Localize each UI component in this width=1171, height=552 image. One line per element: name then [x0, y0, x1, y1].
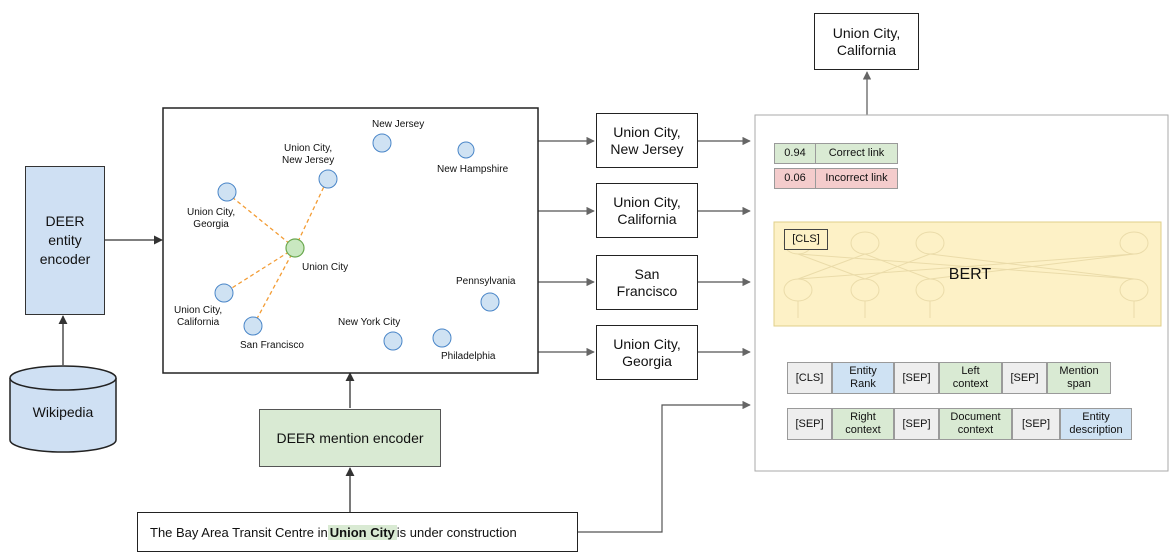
wikipedia-cylinder	[9, 365, 117, 453]
row1-sep-1: [SEP]	[894, 362, 939, 394]
node-new-york-city	[383, 331, 403, 351]
row2-sep-1: [SEP]	[787, 408, 832, 440]
label-union-city-georgia: Union City, Georgia	[187, 207, 236, 230]
correct-link-label: Correct link	[815, 143, 898, 164]
deer-entity-encoder: DEER entity encoder	[25, 166, 105, 315]
label-union-city-california: Union City, California	[174, 305, 223, 328]
node-union-city-california	[214, 283, 234, 303]
candidate-box-3: San Francisco	[596, 255, 698, 310]
bert-title: BERT	[948, 266, 992, 283]
label-san-francisco: San Francisco	[240, 340, 304, 351]
label-new-jersey: New Jersey	[372, 119, 425, 130]
row1-cls: [CLS]	[787, 362, 832, 394]
wikipedia-label: Wikipedia	[32, 404, 94, 420]
node-union-city-nj	[318, 169, 338, 189]
embedding-space-frame	[162, 107, 539, 374]
row2-entity-description: Entity description	[1060, 408, 1132, 440]
incorrect-link-label: Incorrect link	[815, 168, 898, 189]
deer-mention-encoder: DEER mention encoder	[259, 409, 441, 467]
sentence-to-bert-arrow	[578, 400, 751, 533]
node-new-jersey	[372, 133, 392, 153]
sentence-mention: Union City	[327, 524, 397, 540]
input-sentence: The Bay Area Transit Centre in Union Cit…	[137, 512, 578, 552]
node-new-hampshire	[457, 141, 475, 159]
label-pennsylvania: Pennsylvania	[456, 276, 516, 287]
row1-mention-span: Mention span	[1047, 362, 1111, 394]
sentence-after: is under construction	[396, 524, 517, 540]
candidate-edges	[223, 177, 329, 327]
row1-left-context: Left context	[939, 362, 1002, 394]
node-union-city-mention	[285, 238, 305, 258]
candidate-box-1: Union City, New Jersey	[596, 113, 698, 168]
correct-score: 0.94	[774, 143, 816, 164]
node-philadelphia	[432, 328, 452, 348]
row1-sep-2: [SEP]	[1002, 362, 1047, 394]
bert-block	[773, 221, 1162, 327]
row2-sep-2: [SEP]	[894, 408, 939, 440]
row2-document-context: Document context	[939, 408, 1012, 440]
row1-entity-rank: Entity Rank	[832, 362, 894, 394]
label-union-city-nj: Union City, New Jersey	[282, 143, 335, 166]
row2-right-context: Right context	[832, 408, 894, 440]
output-box: Union City, California	[814, 13, 919, 70]
node-union-city-georgia	[217, 182, 237, 202]
label-union-city: Union City	[302, 262, 349, 273]
node-pennsylvania	[480, 292, 500, 312]
bert-cls-token: [CLS]	[784, 229, 828, 250]
bert-network-pattern	[783, 231, 1149, 318]
node-san-francisco	[243, 316, 263, 336]
row2-sep-3: [SEP]	[1012, 408, 1060, 440]
candidate-box-2: Union City, California	[596, 183, 698, 238]
label-new-hampshire: New Hampshire	[437, 164, 509, 175]
incorrect-score: 0.06	[774, 168, 816, 189]
label-philadelphia: Philadelphia	[441, 351, 496, 362]
sentence-before: The Bay Area Transit Centre in	[150, 524, 328, 540]
label-new-york-city: New York City	[338, 317, 401, 328]
candidate-box-4: Union City, Georgia	[596, 325, 698, 380]
